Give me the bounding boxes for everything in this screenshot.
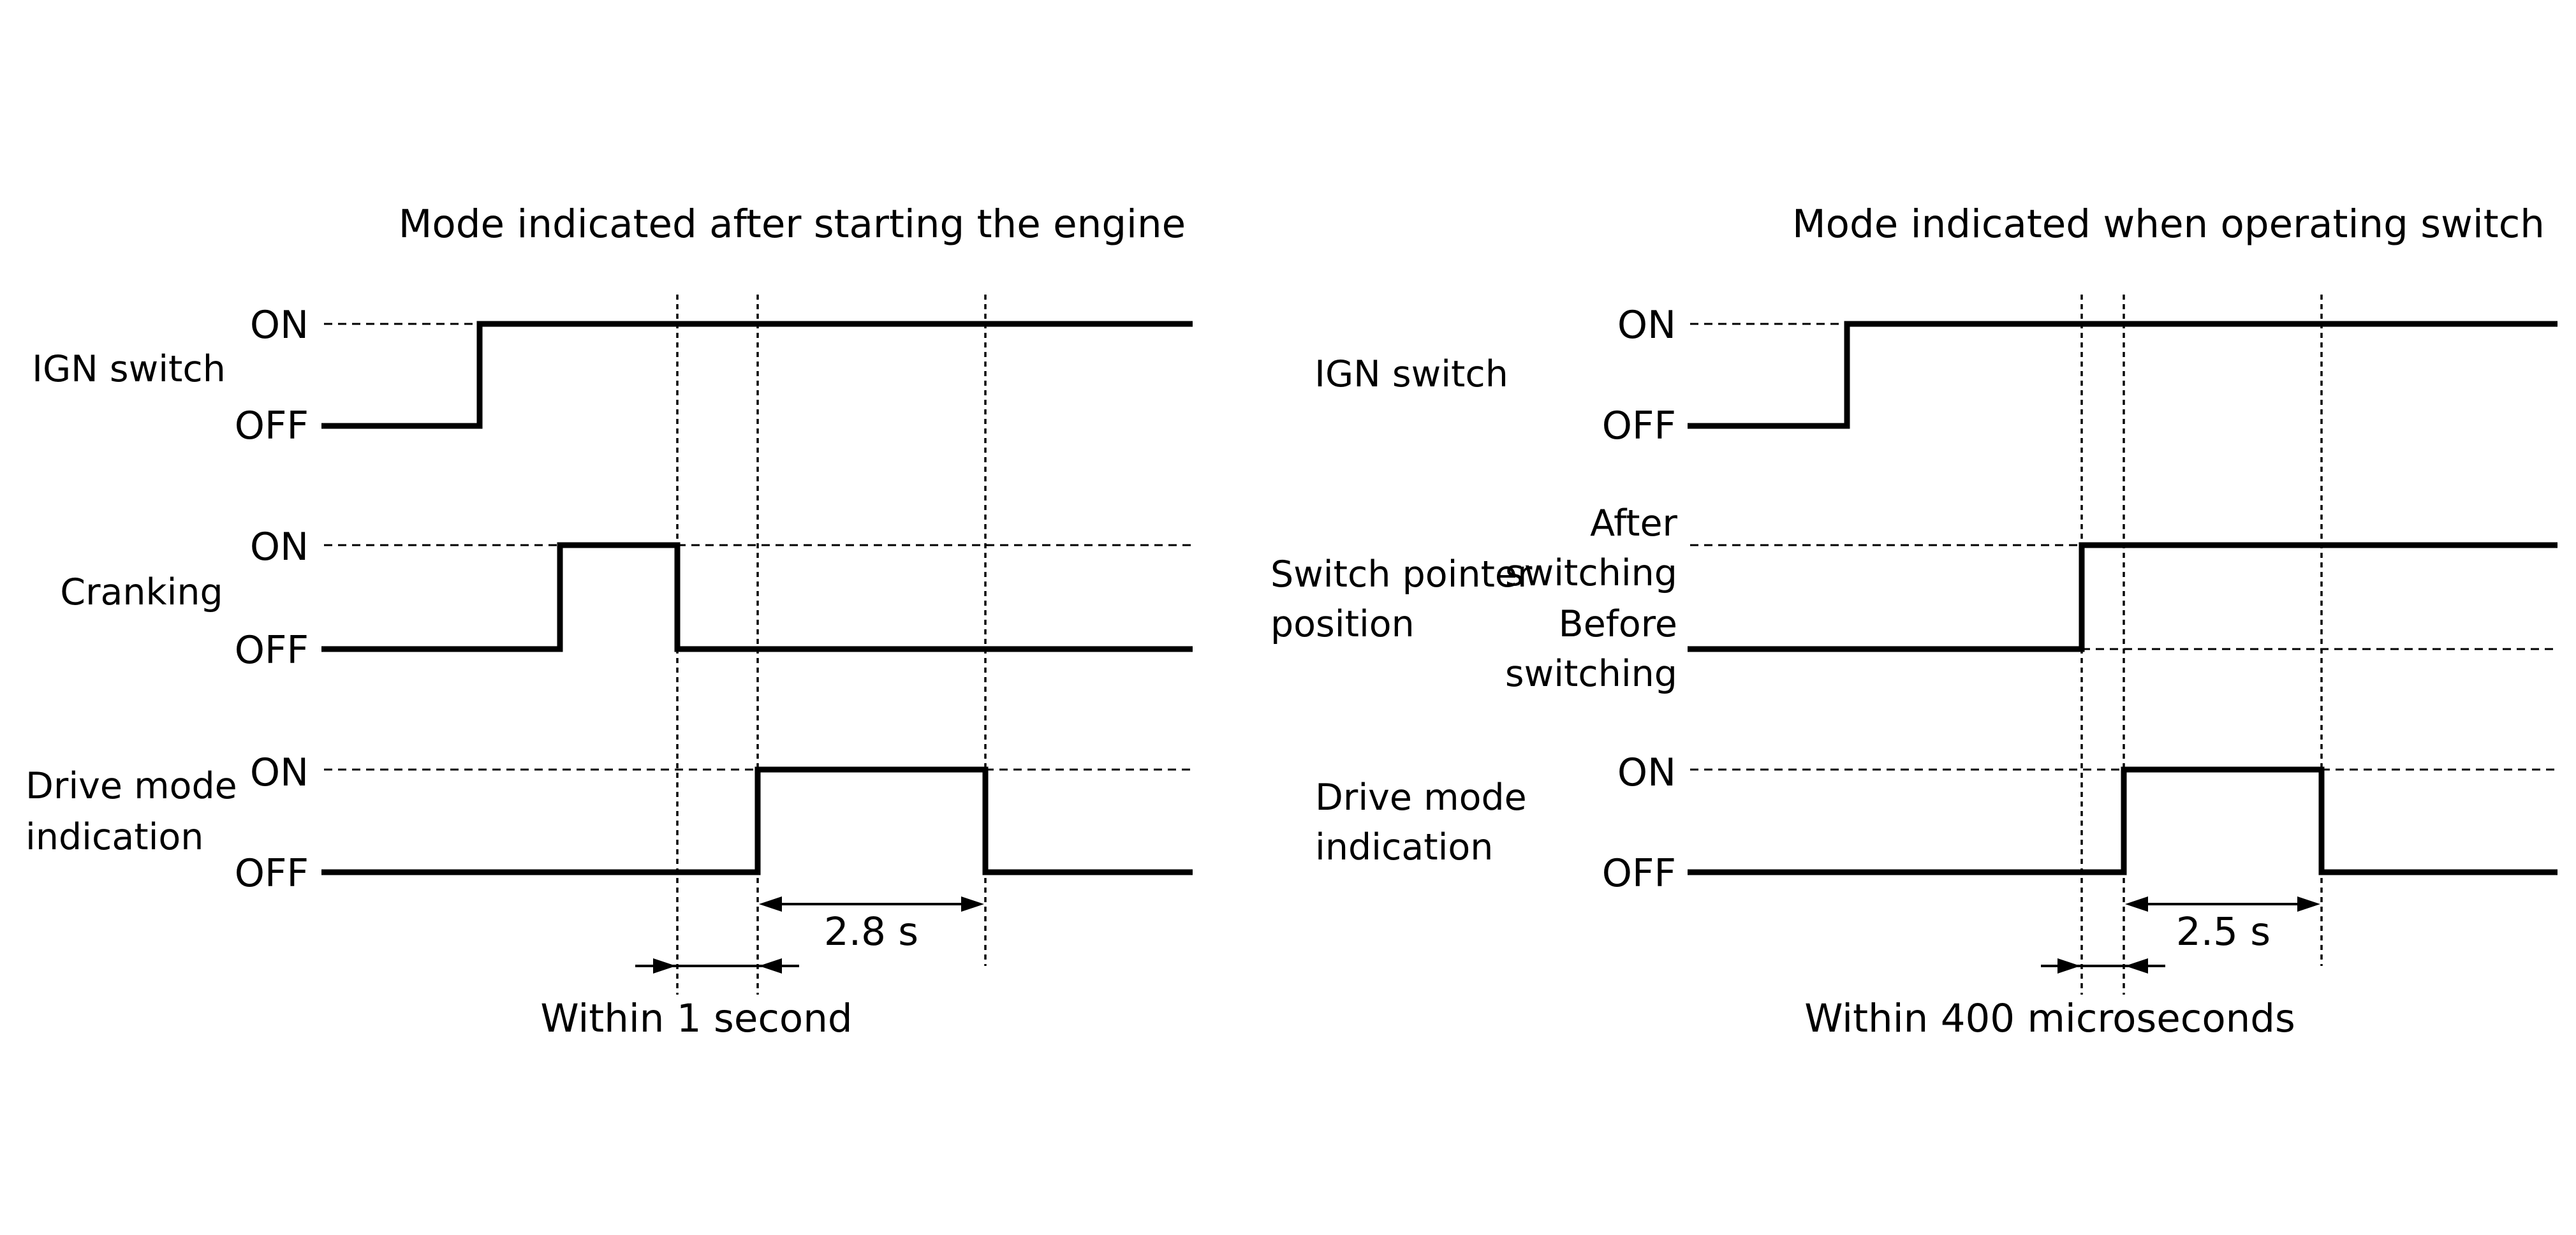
right-before-switching-line2: switching [1505,653,1677,695]
left-duration-label: 2.8 s [824,909,918,954]
right-panel: Mode indicated when operating switch IGN… [1270,201,2558,1041]
left-cranking-label: Cranking [60,571,223,613]
left-delay-arrowhead-right [653,958,676,974]
left-duration-arrowhead-left [759,896,782,912]
right-switch-pointer-row: Switch pointer position After switching … [1270,502,2558,695]
left-ign-switch-row: IGN switch ON OFF [32,303,1193,448]
right-duration-label: 2.5 s [2176,909,2271,954]
left-duration-arrowhead-right [961,896,984,912]
right-drive-on-label: ON [1617,750,1676,795]
right-delay-arrowhead-right [2057,958,2080,974]
right-ign-switch-row: IGN switch ON OFF [1314,303,2558,448]
left-panel-title: Mode indicated after starting the engine [399,201,1186,247]
left-delay-dimension: Within 1 second [540,958,853,1041]
right-delay-label: Within 400 microseconds [1804,996,2295,1041]
left-cranking-row: Cranking ON OFF [60,525,1193,673]
left-ign-off-label: OFF [235,404,309,448]
right-after-switching-line2: switching [1505,552,1677,594]
left-delay-arrowhead-left [759,958,782,974]
right-delay-dimension: Within 400 microseconds [1804,958,2295,1041]
right-ign-switch-label: IGN switch [1314,353,1508,395]
right-ign-on-label: ON [1617,303,1676,347]
right-before-switching-line1: Before [1559,603,1677,645]
right-switch-pointer-label-line1: Switch pointer [1270,553,1533,596]
left-drive-off-label: OFF [235,851,309,896]
right-drive-mode-row: Drive mode indication ON OFF [1315,750,2558,896]
right-switch-pointer-waveform [1688,542,2558,652]
left-delay-label: Within 1 second [540,996,852,1041]
left-drive-waveform [321,766,1193,875]
right-duration-dimension: 2.5 s [2125,896,2320,954]
right-ign-waveform [1688,321,2558,429]
right-drive-waveform [1688,766,2558,875]
right-delay-arrowhead-left [2125,958,2148,974]
right-drive-mode-label-line2: indication [1315,826,1493,868]
left-ign-waveform [321,321,1193,429]
left-cranking-on-label: ON [250,525,309,569]
right-drive-off-label: OFF [1602,851,1676,896]
right-duration-arrowhead-right [2297,896,2320,912]
left-drive-mode-label-line1: Drive mode [26,765,237,807]
left-drive-mode-label-line2: indication [26,816,203,858]
left-duration-dimension: 2.8 s [759,896,984,954]
right-drive-mode-label-line1: Drive mode [1315,777,1527,819]
left-cranking-off-label: OFF [235,628,309,673]
right-ign-off-label: OFF [1602,404,1676,448]
left-ign-switch-label: IGN switch [32,348,226,390]
left-drive-mode-row: Drive mode indication ON OFF [26,750,1193,896]
right-duration-arrowhead-left [2125,896,2148,912]
left-ign-on-label: ON [250,303,309,347]
left-panel: Mode indicated after starting the engine… [26,201,1193,1041]
left-cranking-waveform [321,542,1193,652]
right-panel-title: Mode indicated when operating switch [1792,201,2545,247]
right-after-switching-line1: After [1590,502,1677,544]
right-switch-pointer-label-line2: position [1270,603,1415,645]
left-drive-on-label: ON [250,750,309,795]
